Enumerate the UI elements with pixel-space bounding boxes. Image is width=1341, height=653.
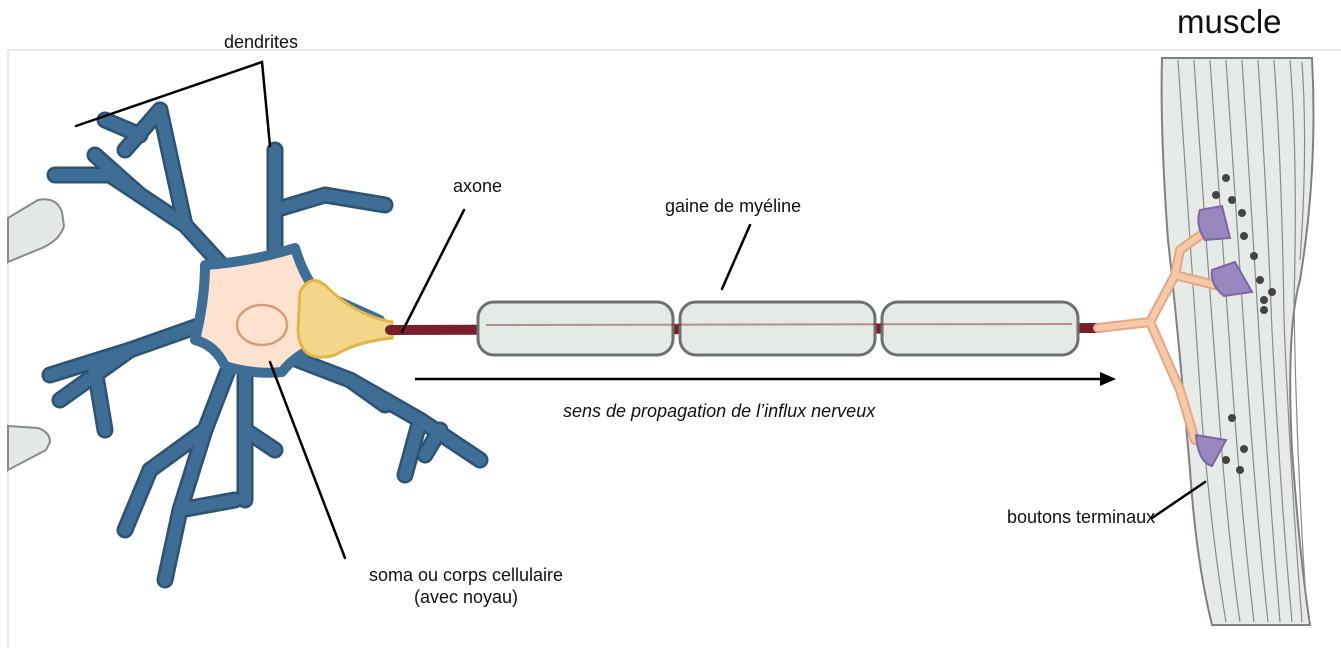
soma-label-line2: (avec noyau) — [351, 586, 581, 608]
muscle-fiber — [1162, 58, 1314, 625]
neighbor-cell-top — [8, 199, 64, 262]
propagation-label: sens de propagation de l’influx nerveux — [563, 400, 875, 422]
terminals-label: boutons terminaux — [1007, 506, 1155, 528]
neighbor-cell-bottom — [8, 426, 50, 470]
myelin-pointer — [722, 225, 750, 289]
soma-label-line1: soma ou corps cellulaire — [351, 564, 581, 586]
soma-pointer — [270, 362, 345, 558]
axone-pointer — [402, 210, 464, 332]
muscle-label: muscle — [1177, 4, 1282, 40]
dendrites-label: dendrites — [224, 31, 298, 53]
axone-label: axone — [453, 175, 502, 197]
axon-hillock — [298, 280, 392, 357]
propagation-arrow — [415, 372, 1116, 386]
nucleus — [237, 305, 287, 345]
soma-label: soma ou corps cellulaire (avec noyau) — [351, 564, 581, 608]
myelin-sheath — [478, 302, 1078, 355]
myelin-label: gaine de myéline — [665, 195, 801, 217]
